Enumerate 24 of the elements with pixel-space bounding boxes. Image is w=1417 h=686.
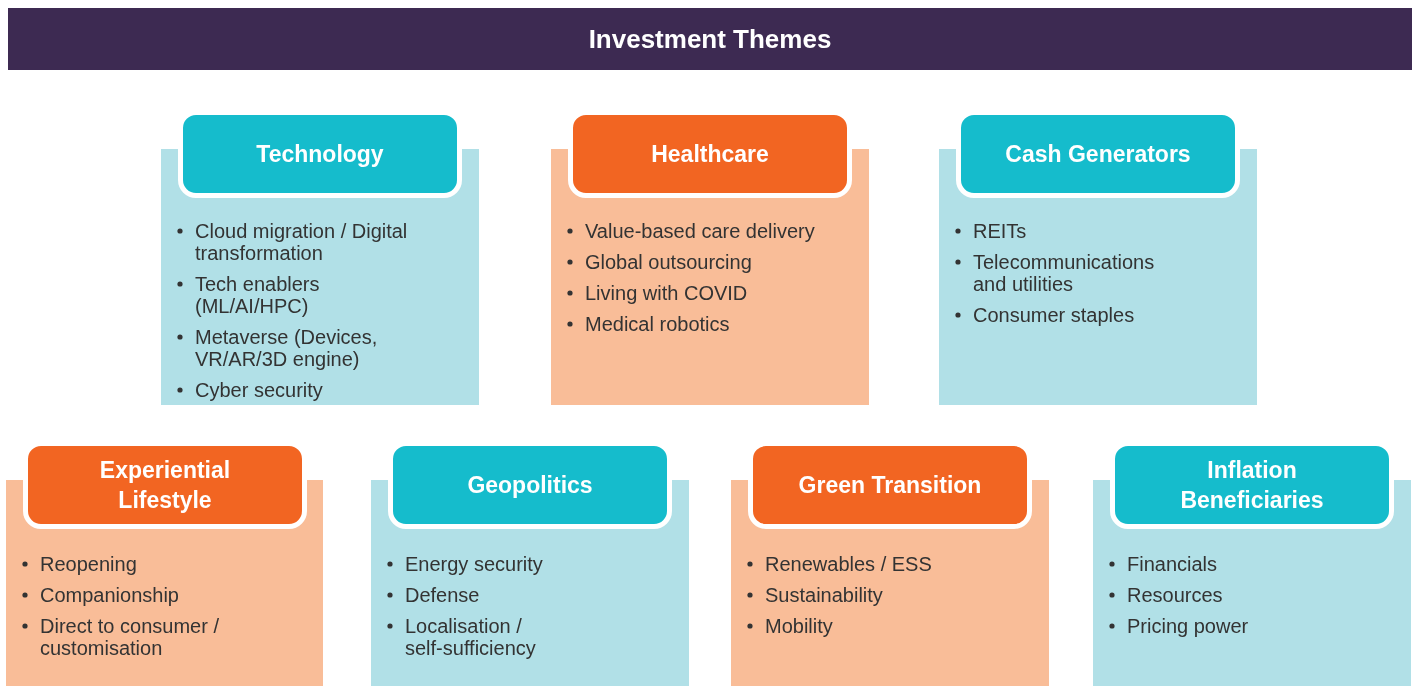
bullet-text: REITs — [973, 220, 1027, 242]
title-banner: Investment Themes — [8, 8, 1412, 70]
bullet-text: Localisation / self-sufficiency — [405, 615, 537, 659]
bullet-text: Pricing power — [1127, 615, 1249, 637]
bullet-text: Companionship — [40, 584, 179, 606]
bullet-text: Direct to consumer / customisation — [40, 615, 220, 659]
bullet-text: Reopening — [40, 553, 137, 575]
bullet-text: Mobility — [765, 615, 833, 637]
bullet-text: Energy security — [405, 553, 543, 575]
bullet-text: Global outsourcing — [585, 251, 752, 273]
bullet-text: Value-based care delivery — [585, 220, 815, 242]
bullet-text: Cloud migration / Digital transformation — [195, 220, 409, 264]
bullet-text: Medical robotics — [585, 313, 730, 335]
bullet-text: Sustainability — [765, 584, 883, 606]
bullet-text: Renewables / ESS — [765, 553, 932, 575]
bullet-text: Resources — [1127, 584, 1223, 606]
bullet-text: Living with COVID — [585, 282, 748, 304]
bullet-text: Tech enablers (ML/AI/HPC) — [195, 273, 321, 317]
bullet-text: Financials — [1127, 553, 1218, 575]
bullet-text: Metaverse (Devices, VR/AR/3D engine) — [195, 326, 379, 370]
bullet-text: Defense — [405, 584, 480, 606]
bullet-text: Consumer staples — [973, 304, 1135, 326]
bullet-text: Telecommunications and utilities — [973, 251, 1156, 295]
bullet-text: Cyber security — [195, 379, 323, 401]
